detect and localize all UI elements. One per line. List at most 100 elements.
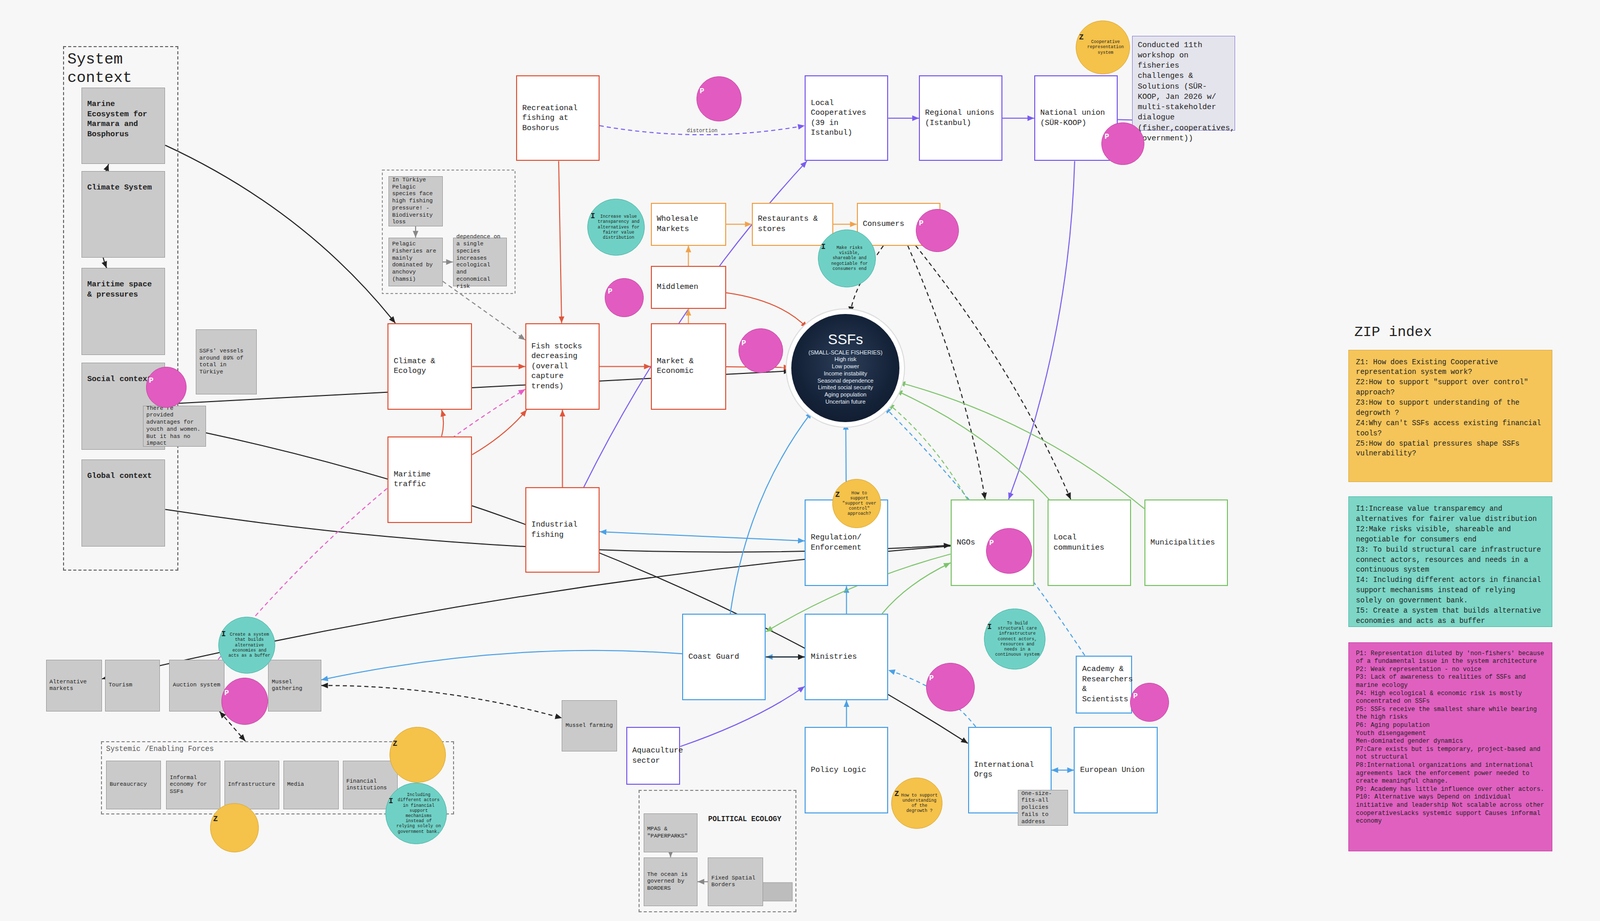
arrow-head bbox=[843, 700, 850, 708]
node-text: Tourism bbox=[108, 682, 157, 690]
connector-line bbox=[206, 433, 969, 744]
connector bbox=[442, 259, 454, 265]
node-text: P bbox=[699, 86, 705, 97]
arrow-head bbox=[558, 316, 565, 324]
connector bbox=[599, 363, 651, 370]
note-box: Mussel farming bbox=[561, 700, 617, 752]
node-text: Maritime traffic bbox=[393, 469, 466, 490]
node-text: Fish stocks decreasing (overall capture … bbox=[531, 341, 594, 393]
market-box: Wholesale Markets bbox=[650, 202, 727, 246]
connector bbox=[833, 221, 857, 228]
arrow-head bbox=[238, 734, 246, 742]
node-text: Cooperative representation system bbox=[1085, 39, 1125, 56]
node-text: Uncertain future bbox=[825, 398, 866, 406]
note-box: Mussel gathering bbox=[268, 660, 321, 712]
node-text: Maritime space & pressures bbox=[87, 279, 160, 300]
node-text: How to support understanding of the degr… bbox=[900, 793, 938, 815]
node-text: P10: Alternative ways Depend on individu… bbox=[1356, 793, 1545, 826]
node-text: Auction system bbox=[172, 682, 221, 690]
node-text: Ministries bbox=[810, 652, 882, 663]
node-text: Pelagic Fisheries are mainly dominated b… bbox=[392, 240, 439, 284]
node-text: I5: Create a system that builds alternat… bbox=[1356, 606, 1545, 627]
node-text: Wholesale Markets bbox=[657, 214, 721, 235]
connector bbox=[472, 363, 526, 370]
connector-line bbox=[321, 685, 563, 719]
callout-circle: P bbox=[915, 209, 959, 253]
node-text: P6: Aging population bbox=[1356, 722, 1545, 731]
connector-line bbox=[1008, 160, 1075, 500]
arrow-head bbox=[388, 316, 396, 324]
node-text: Mussel gathering bbox=[271, 679, 318, 694]
connector-line bbox=[165, 145, 396, 324]
node-text: Z bbox=[1078, 32, 1084, 44]
connector-line bbox=[907, 245, 986, 501]
arrow-head bbox=[1065, 492, 1071, 500]
arrow-head bbox=[446, 259, 454, 265]
node-text: Informal economy for SSFs bbox=[169, 774, 217, 796]
node-text: Market & Economic bbox=[657, 356, 721, 377]
callout-circle: Z bbox=[210, 803, 260, 853]
node-text: dependence on a single species increases… bbox=[456, 233, 504, 291]
note-box: Conducted 11th workshop on fisheries cha… bbox=[1132, 35, 1236, 131]
note-box: MPAS & "PAPERPARKS" bbox=[643, 813, 698, 853]
node-text: Aging population bbox=[824, 391, 867, 399]
node-text: Infrastructure bbox=[228, 781, 276, 789]
connector-line bbox=[561, 409, 563, 488]
callout-circle: P bbox=[738, 328, 784, 374]
arrow-head bbox=[518, 334, 526, 341]
connector bbox=[726, 221, 752, 228]
node-text: Men-dominated gender dynamics bbox=[1356, 737, 1545, 747]
node-text: To build structural care infrastructure … bbox=[993, 621, 1041, 658]
callout-circle: IMake risks visible, shareable and negot… bbox=[817, 229, 876, 288]
node-text: Z1: How does Existing Cooperative repres… bbox=[1356, 357, 1545, 379]
index-panel: P1: Representation diluted by 'non-fishe… bbox=[1348, 642, 1553, 852]
callout-circle: ZHow to support understanding of the deg… bbox=[891, 777, 943, 830]
connector-line bbox=[915, 245, 1072, 501]
node-text: Academy & Researchers & Scientists bbox=[1081, 664, 1126, 705]
node-text: The ocean is governed by BORDERS bbox=[647, 871, 694, 893]
arrow-head bbox=[745, 221, 752, 228]
node-text: In Türkiye Pelagic species face high fis… bbox=[392, 176, 439, 227]
node-text: P bbox=[989, 538, 994, 549]
index-panel: Z1: How does Existing Cooperative repres… bbox=[1348, 350, 1553, 483]
connector-line bbox=[881, 563, 951, 614]
note-box: In Türkiye Pelagic species face high fis… bbox=[388, 176, 443, 227]
connector bbox=[321, 683, 563, 720]
arrow-head bbox=[520, 409, 527, 418]
node-text: Z bbox=[835, 490, 840, 501]
connector-line bbox=[472, 365, 526, 367]
connector-line bbox=[887, 403, 968, 500]
connector-line bbox=[218, 389, 526, 661]
node-text: P bbox=[224, 688, 230, 700]
connector bbox=[730, 412, 812, 614]
arrow-head bbox=[765, 626, 773, 632]
node-text: One-size-fits-all policies fails to addr… bbox=[1021, 790, 1065, 827]
arrow-head bbox=[412, 231, 419, 238]
connector bbox=[881, 563, 951, 614]
arrow-head bbox=[599, 529, 607, 536]
node-text: P bbox=[607, 286, 613, 298]
node-text: I bbox=[987, 622, 992, 633]
node-text: Conducted 11th workshop on fisheries cha… bbox=[1137, 40, 1230, 145]
node-text: P bbox=[918, 218, 924, 230]
arrow-head bbox=[800, 160, 808, 168]
arrow-head bbox=[554, 713, 562, 720]
node-text: Seasonal dependence bbox=[817, 377, 874, 385]
cooperative-box: Regional unions (Istanbul) bbox=[918, 75, 1003, 161]
arrow-head bbox=[644, 363, 651, 370]
context-box: Climate System bbox=[81, 171, 166, 258]
callout-circle: P bbox=[1101, 122, 1145, 166]
node-text: SSFs bbox=[827, 330, 863, 350]
callout-circle: ICreate a system that builds alternative… bbox=[218, 617, 276, 674]
arrow-head bbox=[887, 403, 895, 410]
connector-line bbox=[472, 409, 527, 456]
node-text: Limited social security bbox=[817, 384, 874, 392]
node-text: Local communities bbox=[1053, 532, 1125, 553]
node-text: Bureaucracy bbox=[109, 781, 158, 789]
node-text: P3: Lack of awareness to realities of SS… bbox=[1356, 673, 1545, 690]
connector bbox=[1008, 160, 1075, 500]
edge-label: distortion bbox=[685, 128, 719, 134]
connector-line bbox=[898, 382, 1144, 509]
node-text: Regulation/ Enforcement bbox=[810, 532, 882, 553]
node-text: Low power bbox=[831, 363, 859, 371]
